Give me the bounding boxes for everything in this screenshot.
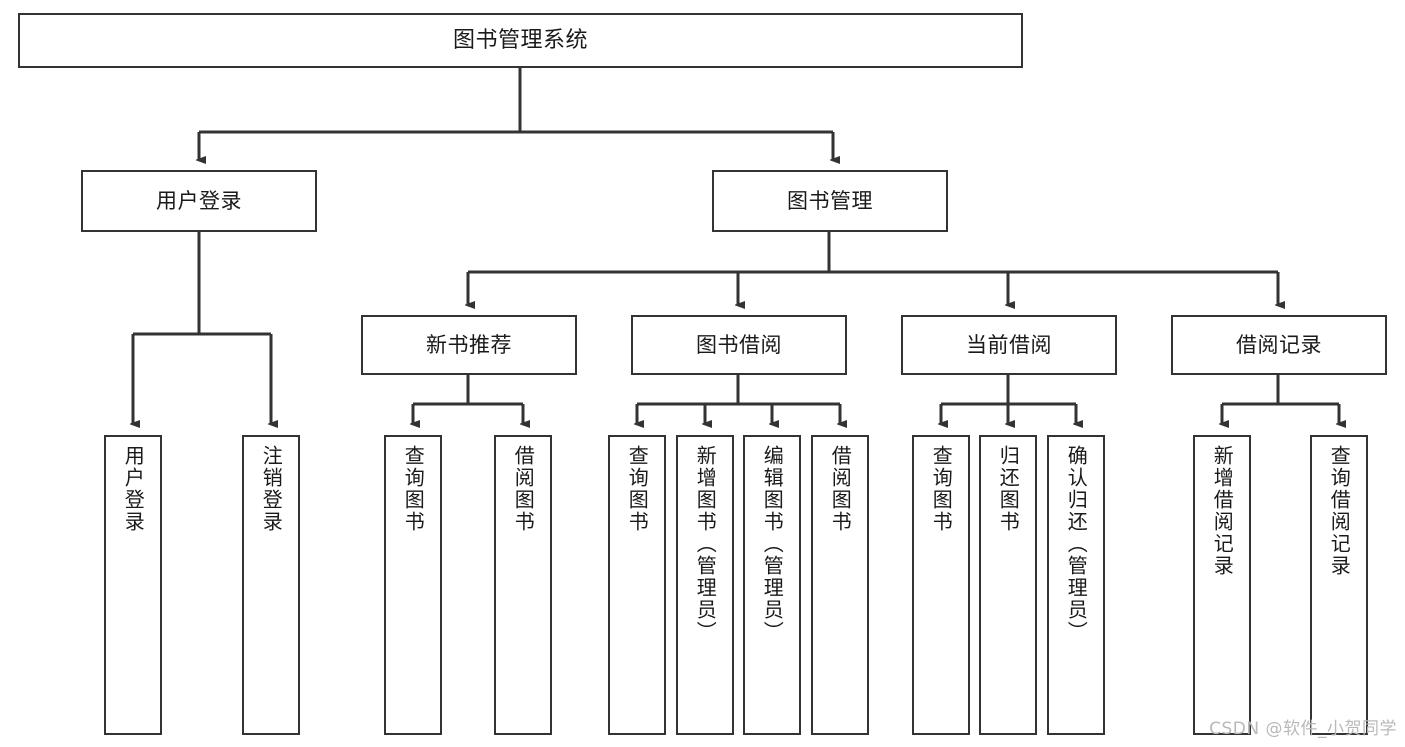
- node-leaf-query-record[interactable]: 查询借阅记录: [1310, 435, 1368, 735]
- node-leaf-add-record[interactable]: 新增借阅记录: [1193, 435, 1251, 735]
- node-borrow-record-label: 借阅记录: [1236, 332, 1322, 357]
- node-leaf-query-book-rec-label: 查询图书: [401, 445, 426, 533]
- node-leaf-user-logout[interactable]: 注销登录: [242, 435, 300, 735]
- node-leaf-query-book-bor[interactable]: 查询图书: [608, 435, 666, 735]
- node-leaf-user-login[interactable]: 用户登录: [104, 435, 162, 735]
- node-leaf-query-book-bor-label: 查询图书: [625, 445, 650, 533]
- node-leaf-add-book-label: 新增图书（管理员）: [693, 445, 718, 643]
- node-leaf-confirm-return[interactable]: 确认归还（管理员）: [1047, 435, 1105, 735]
- node-root-label: 图书管理系统: [452, 27, 588, 53]
- node-leaf-query-book-rec[interactable]: 查询图书: [384, 435, 442, 735]
- node-leaf-borrow-book[interactable]: 借阅图书: [811, 435, 869, 735]
- node-book-management[interactable]: 图书管理: [712, 170, 948, 232]
- node-leaf-query-record-label: 查询借阅记录: [1327, 445, 1352, 577]
- node-borrow-record[interactable]: 借阅记录: [1171, 315, 1387, 375]
- node-new-book-recommend[interactable]: 新书推荐: [361, 315, 577, 375]
- node-book-borrow-label: 图书借阅: [696, 332, 782, 357]
- node-current-borrow[interactable]: 当前借阅: [901, 315, 1117, 375]
- node-leaf-query-book-cur[interactable]: 查询图书: [912, 435, 970, 735]
- node-leaf-user-login-label: 用户登录: [121, 445, 146, 533]
- node-book-management-label: 图书管理: [787, 188, 873, 213]
- node-leaf-return-book[interactable]: 归还图书: [979, 435, 1037, 735]
- node-new-book-recommend-label: 新书推荐: [426, 332, 512, 357]
- node-leaf-confirm-return-label: 确认归还（管理员）: [1064, 445, 1089, 643]
- node-leaf-edit-book-label: 编辑图书（管理员）: [760, 445, 785, 643]
- node-leaf-return-book-label: 归还图书: [996, 445, 1021, 533]
- node-leaf-borrow-book-rec-label: 借阅图书: [511, 445, 536, 533]
- node-leaf-edit-book[interactable]: 编辑图书（管理员）: [743, 435, 801, 735]
- node-current-borrow-label: 当前借阅: [966, 332, 1052, 357]
- node-leaf-add-record-label: 新增借阅记录: [1210, 445, 1235, 577]
- node-user-login-label: 用户登录: [156, 188, 242, 213]
- node-book-borrow[interactable]: 图书借阅: [631, 315, 847, 375]
- node-leaf-user-logout-label: 注销登录: [259, 445, 284, 533]
- watermark: CSDN @软件_小贺同学: [1209, 719, 1397, 739]
- node-leaf-borrow-book-rec[interactable]: 借阅图书: [494, 435, 552, 735]
- node-root[interactable]: 图书管理系统: [18, 13, 1023, 68]
- node-user-login[interactable]: 用户登录: [81, 170, 317, 232]
- node-leaf-borrow-book-label: 借阅图书: [828, 445, 853, 533]
- node-leaf-query-book-cur-label: 查询图书: [929, 445, 954, 533]
- node-leaf-add-book[interactable]: 新增图书（管理员）: [676, 435, 734, 735]
